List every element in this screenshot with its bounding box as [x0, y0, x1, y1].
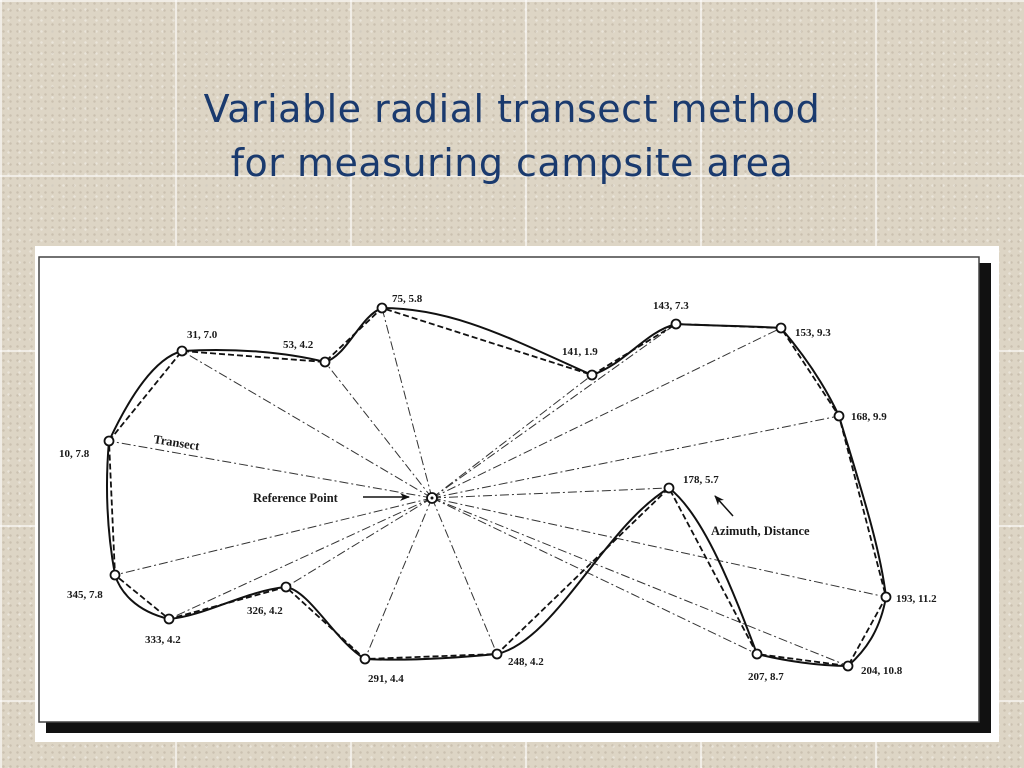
- title-line-2: for measuring campsite area: [230, 141, 794, 185]
- transect-line: [431, 327, 782, 499]
- transect-line: [181, 350, 433, 499]
- station-label: 333, 4.2: [145, 634, 181, 646]
- station-label: 153, 9.3: [795, 327, 831, 339]
- transect-line: [431, 497, 498, 655]
- station-marker: [103, 435, 115, 447]
- station-label: 345, 7.8: [67, 589, 103, 601]
- station-label: 143, 7.3: [653, 300, 689, 312]
- azimuth-distance-arrow: [714, 495, 734, 517]
- reference-point-label: Reference Point: [253, 491, 339, 505]
- station-marker: [319, 356, 331, 368]
- reference-point-center: [430, 496, 434, 500]
- station-label: 168, 9.9: [851, 411, 887, 423]
- station-marker: [109, 569, 121, 581]
- transect-line: [285, 497, 433, 588]
- diagram-frame: [38, 256, 980, 723]
- station-label: 248, 4.2: [508, 656, 544, 668]
- station-label: 53, 4.2: [283, 339, 314, 351]
- transect-line: [168, 497, 433, 620]
- campsite-diagram: 10, 7.8 31, 7.0 53, 4.2 75, 5.8 141, 1.9…: [38, 256, 991, 733]
- station-marker: [775, 322, 787, 334]
- transect-line: [381, 307, 433, 499]
- diagram-panel: 10, 7.8 31, 7.0 53, 4.2 75, 5.8 141, 1.9…: [35, 246, 999, 742]
- title-line-1: Variable radial transect method: [203, 87, 821, 131]
- transect-line: [431, 487, 670, 499]
- station-marker: [586, 369, 598, 381]
- station-marker: [842, 660, 854, 672]
- slide-title: Variable radial transect method for meas…: [0, 82, 1024, 190]
- station-label: 207, 8.7: [748, 671, 784, 683]
- transect-line: [431, 415, 840, 499]
- transect-line: [431, 323, 677, 499]
- azimuth-distance-label: Azimuth, Distance: [711, 524, 810, 538]
- station-label: 31, 7.0: [187, 329, 218, 341]
- station-marker: [280, 581, 292, 593]
- station-label: 10, 7.8: [59, 448, 90, 460]
- station-marker: [880, 591, 892, 603]
- measured-boundary: [108, 306, 887, 667]
- station-marker: [491, 648, 503, 660]
- station-label: 326, 4.2: [247, 605, 283, 617]
- station-marker: [176, 345, 188, 357]
- station-marker: [833, 410, 845, 422]
- station-marker: [376, 302, 388, 314]
- station-marker: [751, 648, 763, 660]
- station-label: 193, 11.2: [896, 593, 937, 605]
- station-marker: [359, 653, 371, 665]
- station-points: [103, 302, 892, 672]
- transect-line: [431, 497, 887, 598]
- station-marker: [670, 318, 682, 330]
- transect-lines: [108, 307, 887, 667]
- transect-line: [431, 497, 849, 667]
- station-label: 141, 1.9: [562, 346, 598, 358]
- station-label: 75, 5.8: [392, 293, 423, 305]
- transect-line: [324, 361, 433, 499]
- station-marker: [163, 613, 175, 625]
- transect-line: [364, 497, 433, 660]
- transect-line: [114, 497, 433, 576]
- station-label: 178, 5.7: [683, 474, 719, 486]
- transect-line: [108, 440, 433, 499]
- station-label: 291, 4.4: [368, 673, 404, 685]
- station-marker: [663, 482, 675, 494]
- station-label: 204, 10.8: [861, 665, 903, 677]
